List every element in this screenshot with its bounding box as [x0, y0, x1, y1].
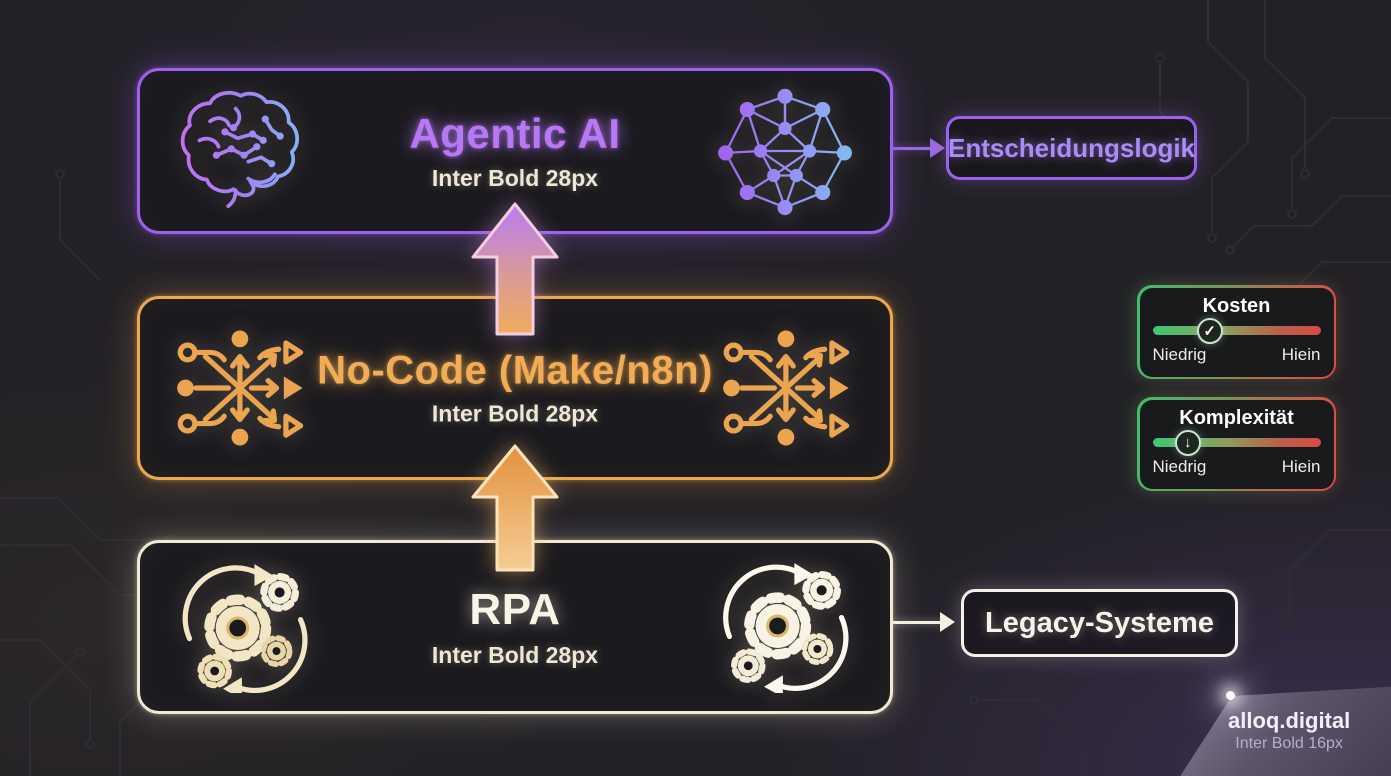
callout-legacy-systeme: Legacy-Systeme [961, 589, 1238, 657]
agentic-callout-connector-line [858, 147, 934, 150]
gauge-kosten-label-low: Niedrig [1152, 344, 1207, 364]
layer-title-rpa: RPA [469, 585, 561, 634]
check-icon: ✓ [1196, 317, 1223, 344]
brand-subtitle: Inter Bold 16px [1235, 735, 1343, 752]
rpa-callout-arrowhead-icon [940, 612, 955, 632]
workflow-icon [720, 325, 856, 451]
gauge-komplexitaet-label-high: Hiein [1281, 456, 1321, 476]
gears-icon [716, 561, 856, 693]
layer-subtitle-no-code: Inter Bold 28px [431, 400, 599, 427]
workflow-icon [174, 325, 310, 451]
gears-icon [174, 561, 314, 693]
layer-box-no-code: No-Code (Make/n8n) Inter Bold 28px [137, 296, 893, 480]
gauge-kosten-title: Kosten [1202, 294, 1271, 317]
gauge-kosten-track [1152, 326, 1321, 335]
brand-plate: alloq.digital Inter Bold 16px [1180, 686, 1391, 776]
layer-title-agentic-ai: Agentic AI [409, 110, 621, 157]
callout-entscheidungslogik: Entscheidungslogik [946, 116, 1197, 180]
brain-icon [174, 89, 312, 213]
callout-entscheidungslogik-label: Entscheidungslogik [947, 132, 1196, 163]
upgrade-arrow-rpa-to-nocode-icon [471, 444, 559, 572]
gauge-kosten-panel: Kosten ✓ Niedrig Hiein [1139, 287, 1334, 377]
gauge-kosten: Kosten ✓ Niedrig Hiein [1137, 285, 1336, 379]
agentic-callout-arrowhead-icon [930, 138, 945, 158]
gauge-komplexitaet-title: Komplexität [1179, 406, 1294, 429]
neural-network-icon [714, 85, 856, 217]
gauge-komplexitaet-track [1152, 438, 1321, 447]
layer-box-agentic-ai: Agentic AI Inter Bold 28px [137, 68, 893, 234]
gauge-komplexitaet-panel: Komplexität ↓ Niedrig Hiein [1139, 399, 1334, 489]
gauge-kosten-trackwrap: ✓ [1152, 317, 1321, 345]
down-arrow-icon: ↓ [1174, 429, 1201, 456]
gauge-kosten-label-high: Hiein [1281, 344, 1321, 364]
sparkle-highlight-icon [1226, 691, 1235, 700]
layer-title-no-code: No-Code (Make/n8n) [317, 348, 713, 393]
upgrade-arrow-nocode-to-agentic-icon [471, 202, 559, 336]
gauge-komplexitaet-trackwrap: ↓ [1152, 429, 1321, 457]
callout-legacy-systeme-label: Legacy-Systeme [985, 606, 1214, 639]
gauge-komplexitaet-label-low: Niedrig [1152, 456, 1207, 476]
brand-name: alloq.digital [1228, 708, 1351, 733]
gauge-komplexitaet: Komplexität ↓ Niedrig Hiein [1137, 397, 1336, 491]
layer-subtitle-rpa: Inter Bold 28px [431, 642, 599, 668]
layer-subtitle-agentic-ai: Inter Bold 28px [431, 165, 599, 191]
rpa-callout-connector-line [848, 621, 944, 624]
